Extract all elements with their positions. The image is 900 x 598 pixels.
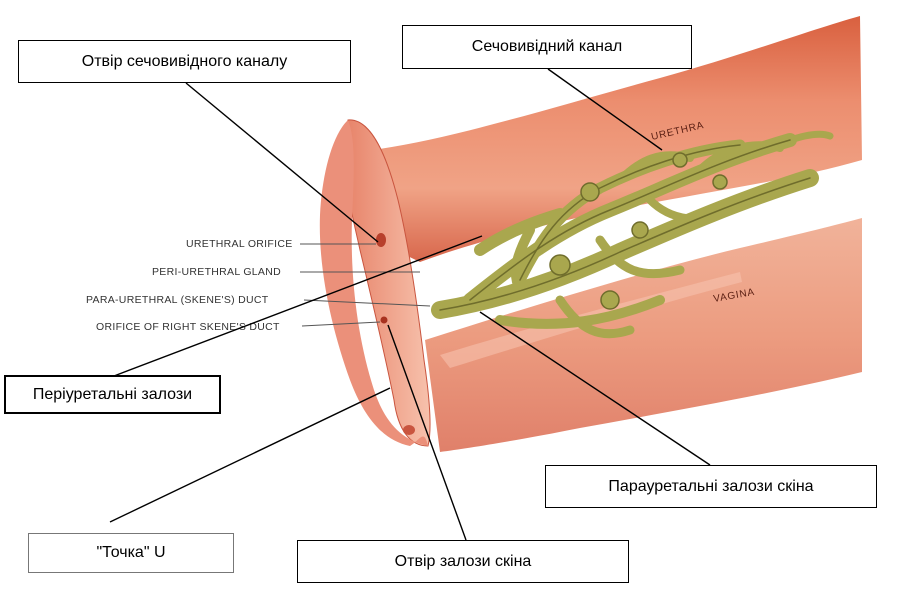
callout-leader-lines bbox=[109, 68, 711, 541]
urethro-vaginal-gap bbox=[430, 180, 862, 338]
callout-periurethral-glands-text: Періуретальні залози bbox=[32, 385, 193, 403]
label-en-para-urethral-duct: PARA-URETHRAL (SKENE'S) DUCT bbox=[86, 294, 269, 306]
callout-u-spot: "Точка" U bbox=[28, 533, 234, 573]
callout-urethra-text: Сечовивідний канал bbox=[471, 38, 623, 55]
skene-orifice-mark bbox=[380, 316, 388, 324]
callout-urethral-orifice-text: Отвір сечовивідного каналу bbox=[81, 52, 288, 70]
urethra-tissue bbox=[372, 16, 862, 262]
callout-skene-duct-orifice: Отвір залози скіна bbox=[297, 540, 629, 583]
callout-skene-duct-orifice-text: Отвір залози скіна bbox=[394, 552, 532, 570]
callout-u-spot-text: "Точка" U bbox=[96, 544, 166, 561]
callout-periurethral-glands: Періуретальні залози bbox=[4, 375, 221, 414]
label-en-urethral-orifice: URETHRAL ORIFICE bbox=[186, 238, 293, 250]
callout-urethra: Сечовивідний канал bbox=[402, 25, 692, 69]
vagina-tissue bbox=[425, 218, 862, 452]
callout-skene-glands: Парауретальні залози скіна bbox=[545, 465, 877, 508]
callout-skene-glands-text: Парауретальні залози скіна bbox=[608, 477, 814, 495]
u-spot-mark bbox=[403, 425, 415, 435]
vestibule-outer bbox=[319, 120, 428, 446]
english-pointer-lines bbox=[300, 243, 431, 327]
gland-network bbox=[431, 130, 834, 339]
label-en-peri-urethral-gland: PERI-URETHRAL GLAND bbox=[152, 266, 281, 278]
urethral-orifice-mark bbox=[376, 233, 386, 247]
callout-urethral-orifice: Отвір сечовивідного каналу bbox=[18, 40, 351, 83]
